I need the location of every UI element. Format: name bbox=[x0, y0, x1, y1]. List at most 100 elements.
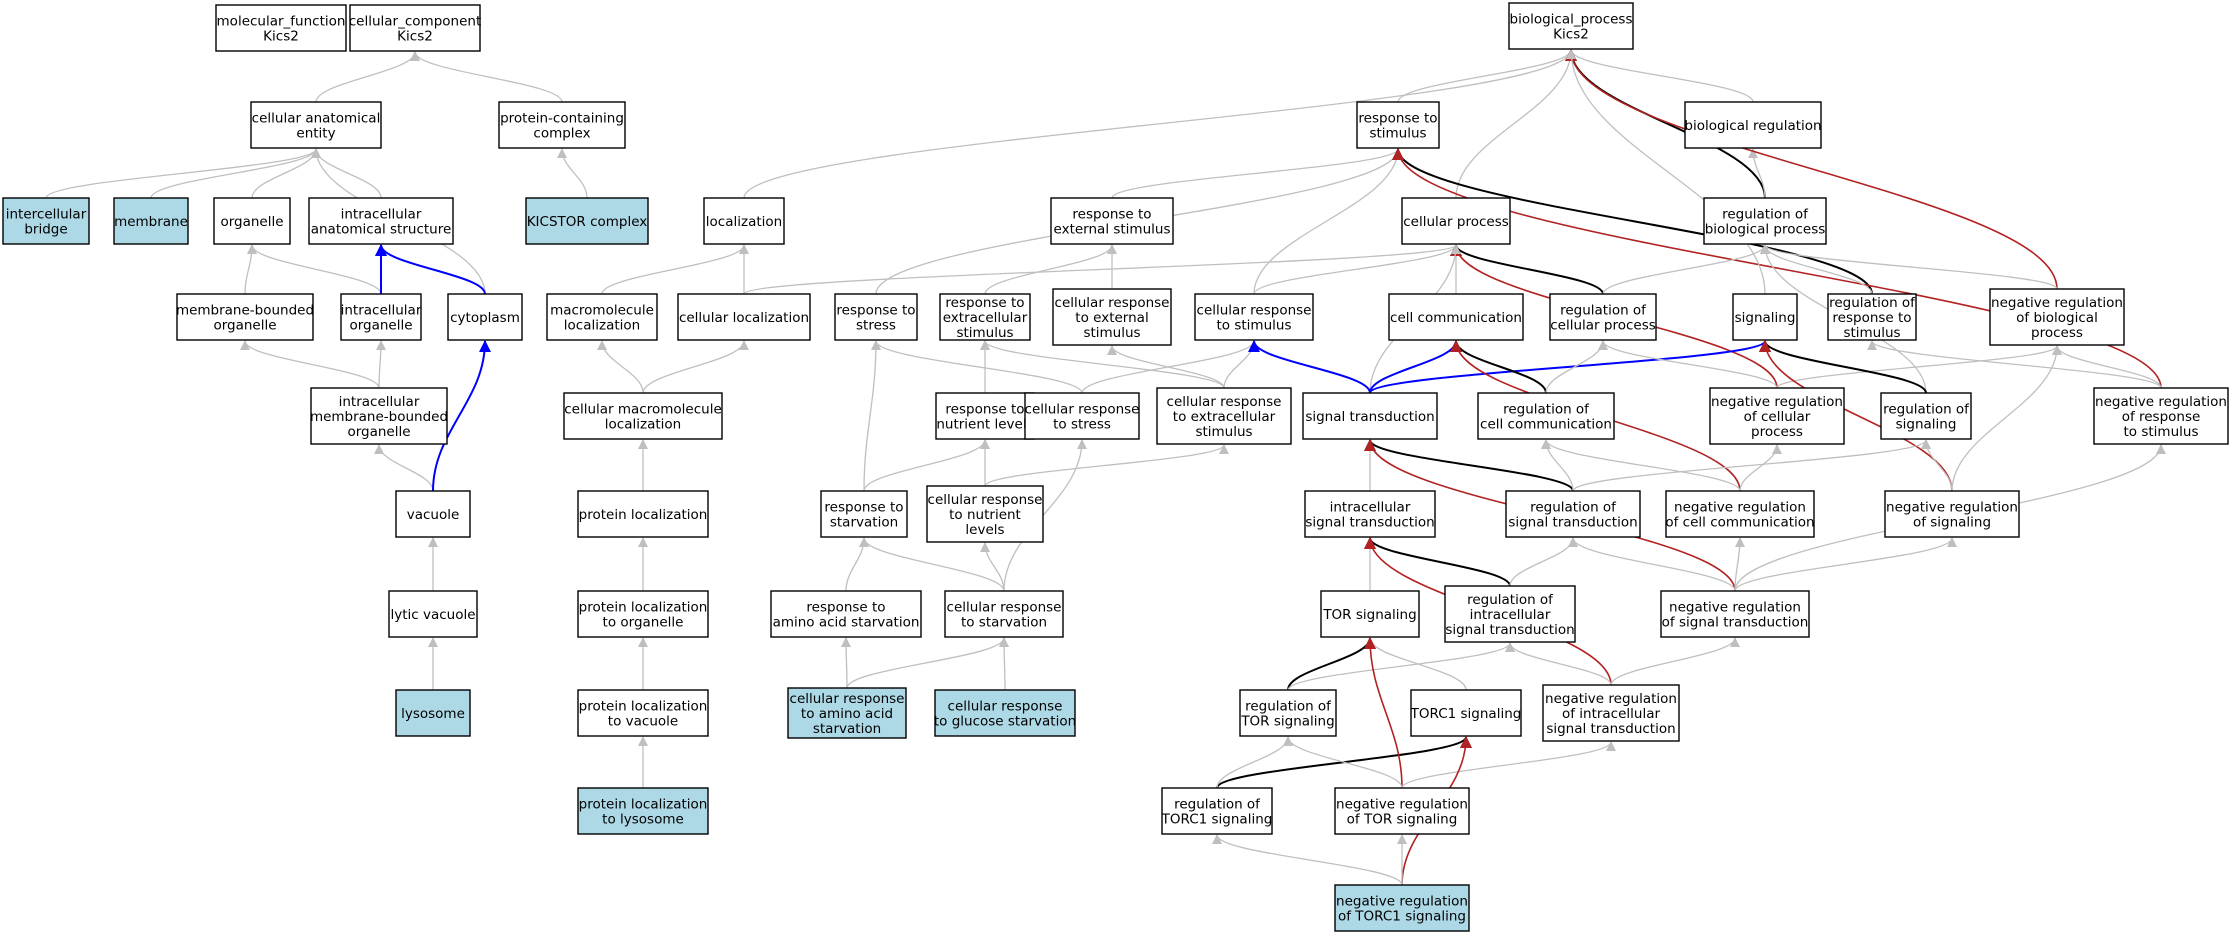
node-label-neg-reg-intracell-sig-line-3: signal transduction bbox=[1546, 721, 1675, 737]
edge-is-a-cell-resp-extracell-stim-to-cell-resp-stim bbox=[1223, 340, 1259, 389]
node-label-resp-aa-starv-line-1: response to bbox=[806, 600, 885, 616]
edge-is-a-cell-resp-stim-to-resp-stimulus bbox=[1253, 148, 1403, 295]
node-lytic-vacuole: lytic vacuole bbox=[388, 590, 478, 638]
node-box-macromol-loc bbox=[546, 293, 658, 341]
node-label-lytic-vacuole-line-1: lytic vacuole bbox=[390, 607, 475, 623]
edge-is-a-neg-reg-bio-proc-to-reg-bio-proc bbox=[1760, 244, 2058, 290]
node-label-cell-comm-line-1: cell communication bbox=[1390, 310, 1522, 326]
node-box-neg-reg-signaling bbox=[1884, 490, 2020, 538]
node-label-cell-resp-stim-line-1: cellular response bbox=[1197, 303, 1312, 319]
edge-part-of-cytoplasm-to-intracell-anat-struct bbox=[375, 244, 486, 295]
node-label-protein-loc-vac-line-1: protein localization bbox=[579, 699, 708, 715]
node-organelle: organelle bbox=[213, 197, 291, 245]
edges-layer bbox=[45, 49, 2166, 886]
node-label-cell-anat-entity-line-1: cellular anatomical bbox=[252, 111, 381, 127]
node-label-neg-reg-cell-proc-line-3: process bbox=[1751, 424, 1803, 440]
node-label-cell-resp-glc-starv-line-2: to glucose starvation bbox=[934, 714, 1076, 730]
edge-is-a-intracell-mem-bound-org-to-intracell-org bbox=[375, 340, 386, 389]
edge-is-a-neg-reg-signaling-to-reg-signaling bbox=[1921, 439, 1953, 492]
node-box-neg-reg-resp-stim bbox=[2093, 387, 2229, 445]
edge-is-a-cell-macromol-loc-to-cellular-loc bbox=[642, 340, 749, 394]
edge-is-a-neg-reg-resp-stim-to-neg-reg-bio-proc bbox=[2052, 345, 2162, 389]
node-label-cc-root-line-2: Kics2 bbox=[397, 29, 433, 45]
edge-is-a-resp-extracell-stim-to-resp-ext-stim bbox=[984, 244, 1117, 295]
node-label-tor-signaling-line-1: TOR signaling bbox=[1322, 607, 1416, 623]
node-label-reg-resp-stim-line-2: response to bbox=[1832, 310, 1911, 326]
node-box-intracell-org bbox=[340, 293, 422, 341]
edge-regulates-reg-torc1-sig-to-torc1-sig bbox=[1216, 736, 1472, 789]
node-label-cell-resp-starv-line-1: cellular response bbox=[947, 600, 1062, 616]
node-label-macromol-loc-line-1: macromolecule bbox=[550, 303, 654, 319]
node-label-cell-resp-glc-starv-line-1: cellular response bbox=[948, 699, 1063, 715]
edge-is-a-intercell-bridge-to-cell-anat-entity bbox=[45, 148, 321, 199]
node-label-membrane-line-1: membrane bbox=[114, 214, 188, 230]
node-box-neg-reg-tor-sig bbox=[1334, 787, 1470, 835]
edge-negatively-regulates-neg-reg-tor-sig-to-tor-signaling bbox=[1364, 637, 1403, 789]
node-kicstor: KICSTOR complex bbox=[525, 197, 649, 245]
node-label-intracell-mem-bound-org-line-3: organelle bbox=[347, 424, 410, 440]
node-label-reg-intracell-sig-line-1: regulation of bbox=[1467, 592, 1554, 608]
edge-is-a-cell-resp-nutr-levels-to-cell-resp-extracell-stim bbox=[984, 444, 1229, 487]
node-label-intracell-org-line-1: intracellular bbox=[341, 303, 422, 319]
node-label-reg-signaling-line-2: signaling bbox=[1896, 417, 1957, 433]
node-label-protein-loc-lys-line-1: protein localization bbox=[579, 797, 708, 813]
edge-is-a-cell-macromol-loc-to-macromol-loc bbox=[597, 340, 644, 394]
node-box-lysosome bbox=[395, 689, 471, 737]
edge-regulates-reg-signaling-to-signaling bbox=[1759, 340, 1927, 394]
node-label-cell-resp-starv-line-2: to starvation bbox=[961, 615, 1047, 631]
node-box-cell-macromol-loc bbox=[563, 392, 723, 440]
edge-is-a-neg-reg-signaling-to-neg-reg-bio-proc bbox=[1951, 345, 2062, 492]
node-label-resp-ext-stim-line-2: external stimulus bbox=[1054, 222, 1171, 238]
node-label-neg-reg-cell-comm-line-1: negative regulation bbox=[1674, 500, 1806, 516]
node-label-resp-nutr-levels-line-2: nutrient levels bbox=[936, 417, 1033, 433]
edge-is-a-cell-resp-starv-to-resp-starvation bbox=[859, 537, 1005, 592]
node-label-cell-resp-stim-line-2: to stimulus bbox=[1217, 318, 1292, 334]
node-box-reg-torc1-sig bbox=[1161, 787, 1273, 835]
node-label-macromol-loc-line-2: localization bbox=[564, 318, 640, 334]
node-box-reg-signaling bbox=[1880, 392, 1972, 440]
edge-is-a-macromol-loc-to-localization bbox=[601, 244, 749, 295]
node-box-vacuole bbox=[395, 490, 471, 538]
node-cellular-loc: cellular localization bbox=[677, 293, 811, 341]
edge-is-a-vacuole-to-intracell-mem-bound-org bbox=[374, 444, 434, 492]
node-label-protein-loc-vac-line-2: to vacuole bbox=[608, 714, 678, 730]
node-label-cell-resp-extracell-stim-line-2: to extracellular bbox=[1173, 409, 1276, 425]
node-box-cell-resp-aa-starv bbox=[787, 687, 907, 739]
node-localization: localization bbox=[703, 197, 785, 245]
node-box-mem-bound-org bbox=[176, 293, 314, 341]
node-label-cell-resp-ext-stim-line-1: cellular response bbox=[1055, 295, 1170, 311]
edge-is-a-membrane-to-cell-anat-entity bbox=[150, 148, 321, 199]
edge-is-a-kicstor-to-prot-cont-complex bbox=[557, 148, 588, 199]
node-box-torc1-sig bbox=[1410, 689, 1522, 737]
node-label-neg-reg-tor-sig-line-1: negative regulation bbox=[1336, 797, 1468, 813]
edge-is-a-intracell-org-to-organelle bbox=[247, 244, 382, 295]
node-label-cell-resp-ext-stim-line-2: to external bbox=[1075, 310, 1148, 326]
edge-negatively-regulates-neg-reg-signaling-to-signaling bbox=[1759, 340, 1953, 492]
node-label-neg-reg-bio-proc-line-1: negative regulation bbox=[1991, 295, 2123, 311]
node-label-intercell-bridge-line-1: intercellular bbox=[6, 207, 87, 223]
node-protein-loc: protein localization bbox=[577, 490, 709, 538]
node-box-cc-root bbox=[349, 4, 481, 52]
node-label-cell-resp-extracell-stim-line-3: stimulus bbox=[1195, 424, 1252, 440]
node-label-cell-resp-stress-line-1: cellular response bbox=[1025, 402, 1140, 418]
node-torc1-sig: TORC1 signaling bbox=[1410, 689, 1522, 737]
node-label-cytoplasm-line-1: cytoplasm bbox=[450, 310, 520, 326]
edge-is-a-torc1-sig-to-tor-signaling bbox=[1365, 637, 1467, 691]
node-label-resp-starvation-line-1: response to bbox=[824, 500, 903, 516]
node-box-resp-ext-stim bbox=[1050, 197, 1174, 245]
